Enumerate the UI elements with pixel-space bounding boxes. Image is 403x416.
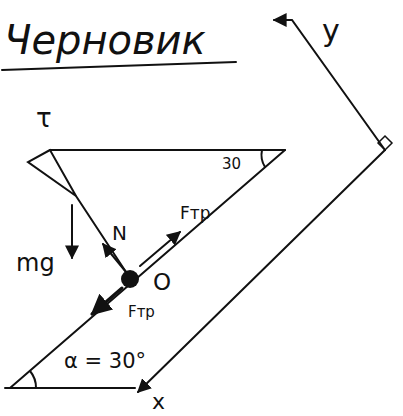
right-angle-mark: [378, 136, 392, 150]
normal-arrow: [103, 244, 126, 272]
incline-line: [10, 150, 285, 388]
base-line: [5, 387, 135, 389]
rope-line: [76, 196, 126, 272]
friction-arrow: [140, 232, 180, 266]
axis-label: x: [152, 390, 165, 414]
angle-label: 30: [222, 156, 241, 173]
angle-label: α = 30°: [64, 350, 146, 373]
force-label: N: [112, 222, 127, 244]
force-label: Fтр: [180, 204, 210, 223]
force-label: Fтр: [128, 304, 155, 321]
title-underline: [2, 62, 236, 70]
body-block: [121, 270, 139, 288]
alpha-arc: [30, 371, 36, 388]
gravity-arrow: [71, 205, 73, 258]
force-label: mg: [16, 250, 55, 276]
tension-triangle: [28, 150, 76, 196]
x-axis: [138, 150, 385, 392]
tension-label: τ: [36, 104, 52, 133]
point-label: O: [153, 270, 171, 295]
friction-arrow: [92, 288, 122, 314]
angle-arc: [261, 150, 265, 167]
horizontal-line: [50, 149, 285, 151]
axis-label: y: [322, 14, 340, 47]
sketch-title: Черновик: [4, 18, 206, 62]
